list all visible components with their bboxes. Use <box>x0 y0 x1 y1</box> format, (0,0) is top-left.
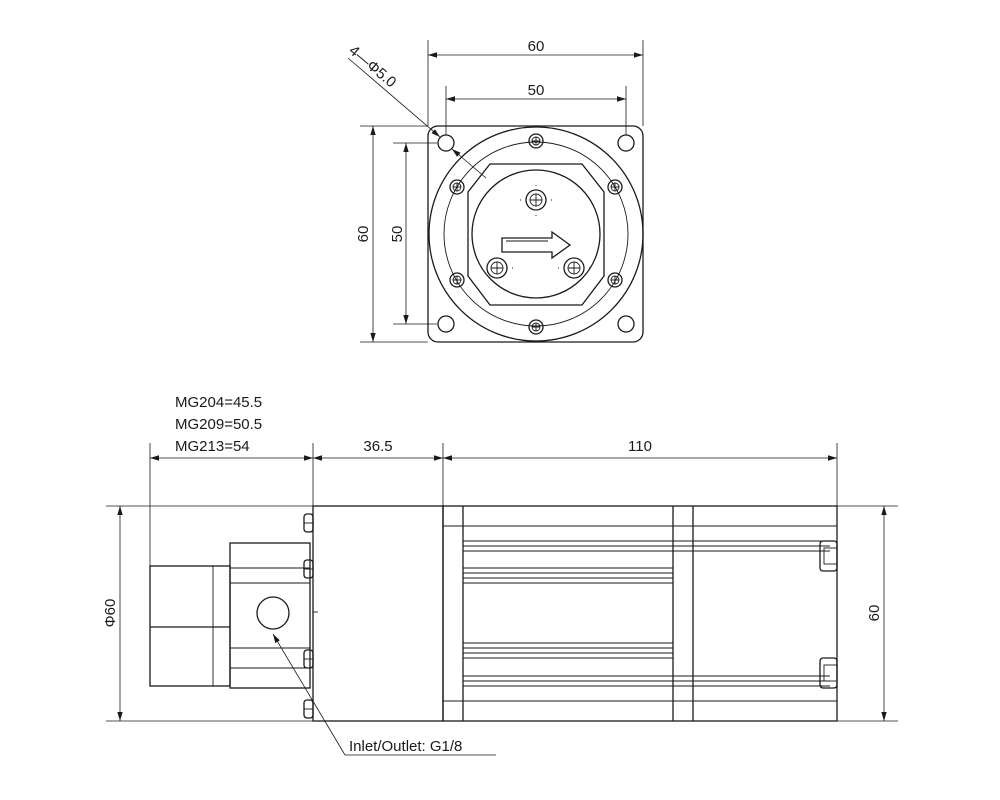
variant-label-mg209: MG209=50.5 <box>175 416 262 433</box>
variant-label-mg204: MG204=45.5 <box>175 394 262 411</box>
dim-label: 60 <box>866 605 883 622</box>
motor-body <box>442 505 838 722</box>
dim-label: 50 <box>528 82 545 99</box>
hole-callout: 4—Φ5.0 <box>345 42 487 179</box>
dim-label-36-5: 36.5 <box>363 438 392 455</box>
dim-label: 60 <box>355 226 372 243</box>
dim-height-60-side: 60 <box>837 505 898 722</box>
port-callout: Inlet/Outlet: G1/8 <box>272 633 496 756</box>
flange-outer-circle <box>428 126 644 342</box>
dim-height-60: 60 <box>355 125 428 343</box>
side-view: MG204=45.5 MG209=50.5 MG213=54 36.5 110 <box>102 394 898 756</box>
dim-length-chain: 36.5 110 <box>149 438 838 566</box>
dim-width-60: 60 <box>427 38 644 126</box>
mounting-flange <box>312 505 444 722</box>
flange-screws <box>449 133 623 335</box>
dim-diameter-60: Φ60 <box>102 505 313 722</box>
dim-label-110: 110 <box>628 438 652 455</box>
pump-head-circle <box>471 169 601 299</box>
dim-height-50: 50 <box>389 142 437 325</box>
end-cap-clip <box>819 540 838 572</box>
pump-head-body <box>149 542 311 689</box>
variant-label-mg213: MG213=54 <box>175 438 250 455</box>
inlet-outlet-port <box>256 596 290 630</box>
flow-direction-arrow-icon <box>501 230 572 260</box>
pump-head-plate <box>467 163 605 306</box>
dim-width-50: 50 <box>445 82 627 135</box>
end-cap-clip <box>819 657 838 689</box>
dim-label: 50 <box>389 226 406 243</box>
pump-head-screws <box>481 185 590 279</box>
dim-label: 60 <box>528 38 545 55</box>
hole-callout-label: 4—Φ5.0 <box>345 42 399 91</box>
port-callout-label: Inlet/Outlet: G1/8 <box>349 738 462 755</box>
top-view: 60 50 60 50 4—Φ5.0 <box>345 38 644 343</box>
dim-label: Φ60 <box>102 599 119 628</box>
